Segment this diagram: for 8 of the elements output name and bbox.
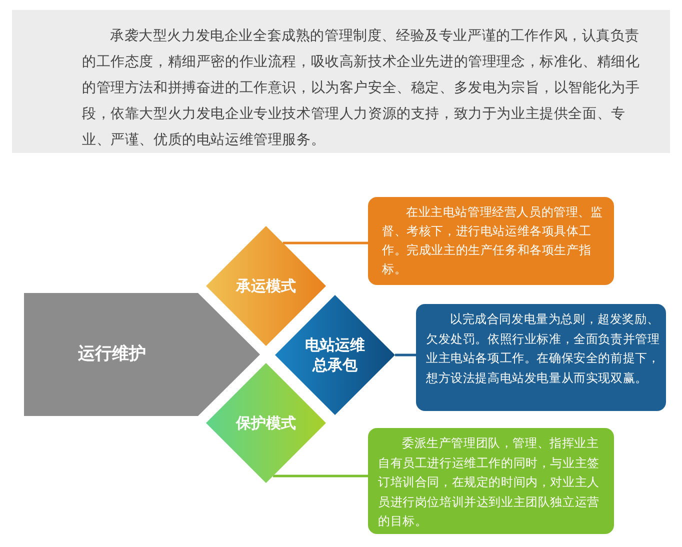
connector-line <box>395 354 416 356</box>
connector-line <box>283 242 368 244</box>
description-card: 在业主电站管理经营人员的管理、监督、考核下，进行电站运维各项具体工作。完成业主的生产任务和各项生产指标。 <box>368 197 614 285</box>
description-card: 以完成合同发电量为总则，超发奖励、欠发处罚。依照行业标准，全面负责并管理业主电站各项工作。在确保安全的前提下，想方设法提高电站发电量从而实现双赢。 <box>416 304 666 411</box>
pentagon-arrow: 运行维护 <box>24 293 260 416</box>
intro-panel: 承袭大型火力发电企业全套成熟的管理制度、经验及专业严谨的工作作风，认真负责的工作态度，精细严密的作业流程，吸收高新技术企业先进的管理理念，标准化、精细化的管理方法和拼搏奋进的工作意识，以为客户安全、稳定、多发电为宗旨，以智能化为手段，依靠大型火力发电企业专业技术管理人力资源的支持，致力于为业主提供全面、专业、严谨、优质的电站运维管理服务。 <box>12 10 670 153</box>
description-card: 委派生产管理团队，管理、指挥业主自有员工进行运维工作的同时，与业主签订培训合同，在规定的时间内，对业主人员进行岗位培训并达到业主团队独立运营的目标。 <box>368 428 614 534</box>
connector-line <box>273 474 368 478</box>
